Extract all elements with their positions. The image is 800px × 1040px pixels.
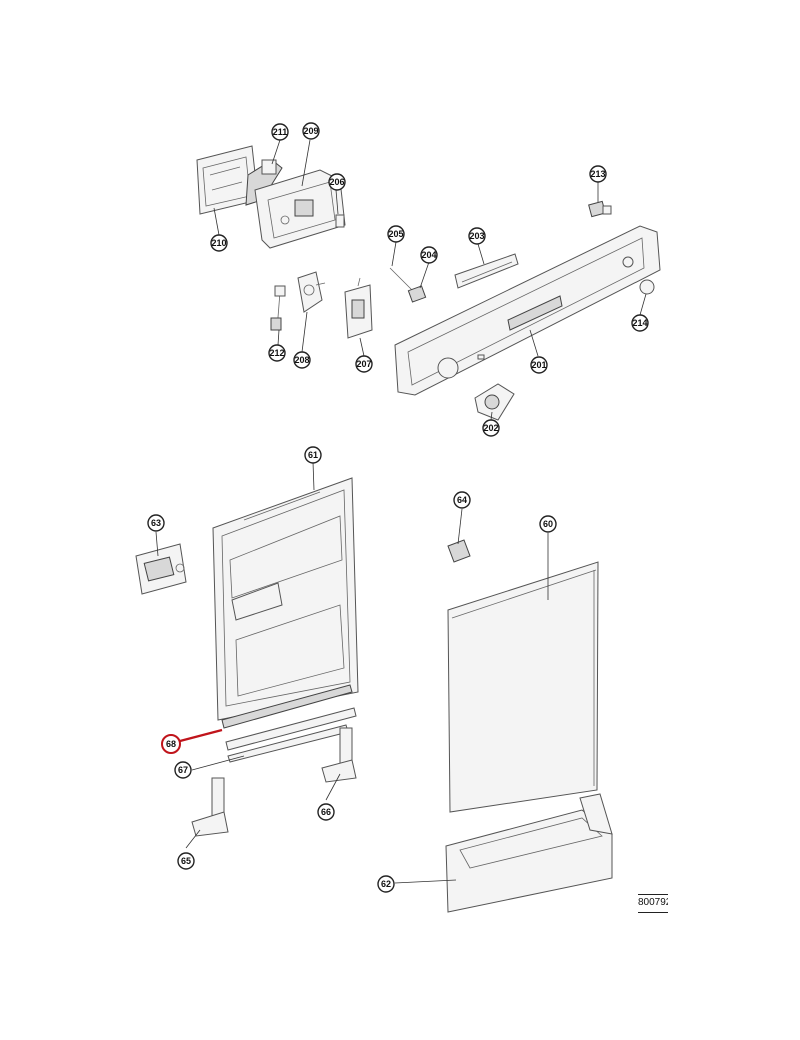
callout-62[interactable]: 62 xyxy=(377,875,395,893)
callout-211[interactable]: 211 xyxy=(271,123,289,141)
svg-text:208: 208 xyxy=(294,355,309,365)
callout-66[interactable]: 66 xyxy=(317,803,335,821)
part-206-clip xyxy=(335,214,345,228)
callout-65[interactable]: 65 xyxy=(177,852,195,870)
svg-text:61: 61 xyxy=(308,450,318,460)
svg-text:62: 62 xyxy=(381,879,391,889)
svg-text:64: 64 xyxy=(457,495,467,505)
svg-text:211: 211 xyxy=(273,127,288,137)
callout-208[interactable]: 208 xyxy=(293,351,311,369)
callout-63[interactable]: 63 xyxy=(147,514,165,532)
part-207-dispenser-lock xyxy=(344,277,373,339)
part-60-outer-door-panel xyxy=(447,561,599,813)
part-68-gasket xyxy=(221,684,353,729)
part-208-switch xyxy=(297,271,326,313)
svg-text:201: 201 xyxy=(531,360,546,370)
part-205-wire xyxy=(389,267,413,291)
callout-212[interactable]: 212 xyxy=(268,344,286,362)
leader-lines xyxy=(155,139,647,884)
svg-text:212: 212 xyxy=(269,348,284,358)
part-209-housing xyxy=(254,169,346,249)
svg-text:204: 204 xyxy=(421,250,436,260)
callout-68-highlighted[interactable]: 68 xyxy=(161,734,181,754)
part-204-connector xyxy=(407,285,427,303)
callout-61[interactable]: 61 xyxy=(304,446,322,464)
part-64-hinge-cover xyxy=(447,539,471,563)
svg-text:213: 213 xyxy=(590,169,605,179)
callout-205[interactable]: 205 xyxy=(387,225,405,243)
part-202-selector xyxy=(474,383,515,421)
svg-text:214: 214 xyxy=(632,318,647,328)
highlight-leader-68 xyxy=(179,728,223,743)
part-62-kick-plate xyxy=(445,793,613,913)
callout-207[interactable]: 207 xyxy=(355,355,373,373)
svg-text:60: 60 xyxy=(543,519,553,529)
svg-text:63: 63 xyxy=(151,518,161,528)
svg-text:210: 210 xyxy=(211,238,226,248)
callout-64[interactable]: 64 xyxy=(453,491,471,509)
callout-203[interactable]: 203 xyxy=(468,227,486,245)
svg-text:67: 67 xyxy=(178,765,188,775)
callout-206[interactable]: 206 xyxy=(328,173,346,191)
part-213-switch-knob xyxy=(588,200,612,218)
callout-214[interactable]: 214 xyxy=(631,314,649,332)
svg-text:68: 68 xyxy=(166,739,176,749)
callout-209[interactable]: 209 xyxy=(302,122,320,140)
part-61-inner-door xyxy=(212,477,359,721)
callout-210[interactable]: 210 xyxy=(210,234,228,252)
callout-67[interactable]: 67 xyxy=(174,761,192,779)
part-63-door-lock xyxy=(135,543,187,595)
svg-text:66: 66 xyxy=(321,807,331,817)
svg-text:205: 205 xyxy=(388,229,403,239)
svg-text:207: 207 xyxy=(356,359,371,369)
callout-213[interactable]: 213 xyxy=(589,165,607,183)
callout-201[interactable]: 201 xyxy=(530,356,548,374)
part-212-sensor xyxy=(270,285,286,331)
part-65-hinge-left xyxy=(191,777,229,837)
svg-text:206: 206 xyxy=(329,177,344,187)
svg-text:209: 209 xyxy=(303,126,318,136)
part-214-knob xyxy=(639,279,655,295)
svg-text:65: 65 xyxy=(181,856,191,866)
callout-60[interactable]: 60 xyxy=(539,515,557,533)
part-66-hinge-right xyxy=(321,727,357,783)
callout-202[interactable]: 202 xyxy=(482,419,500,437)
svg-text:202: 202 xyxy=(483,423,498,433)
callout-204[interactable]: 204 xyxy=(420,246,438,264)
part-201-control-panel xyxy=(394,225,661,396)
drawing-code-label: 800792 xyxy=(638,894,668,913)
part-203-handle xyxy=(454,253,519,289)
svg-text:203: 203 xyxy=(469,231,484,241)
